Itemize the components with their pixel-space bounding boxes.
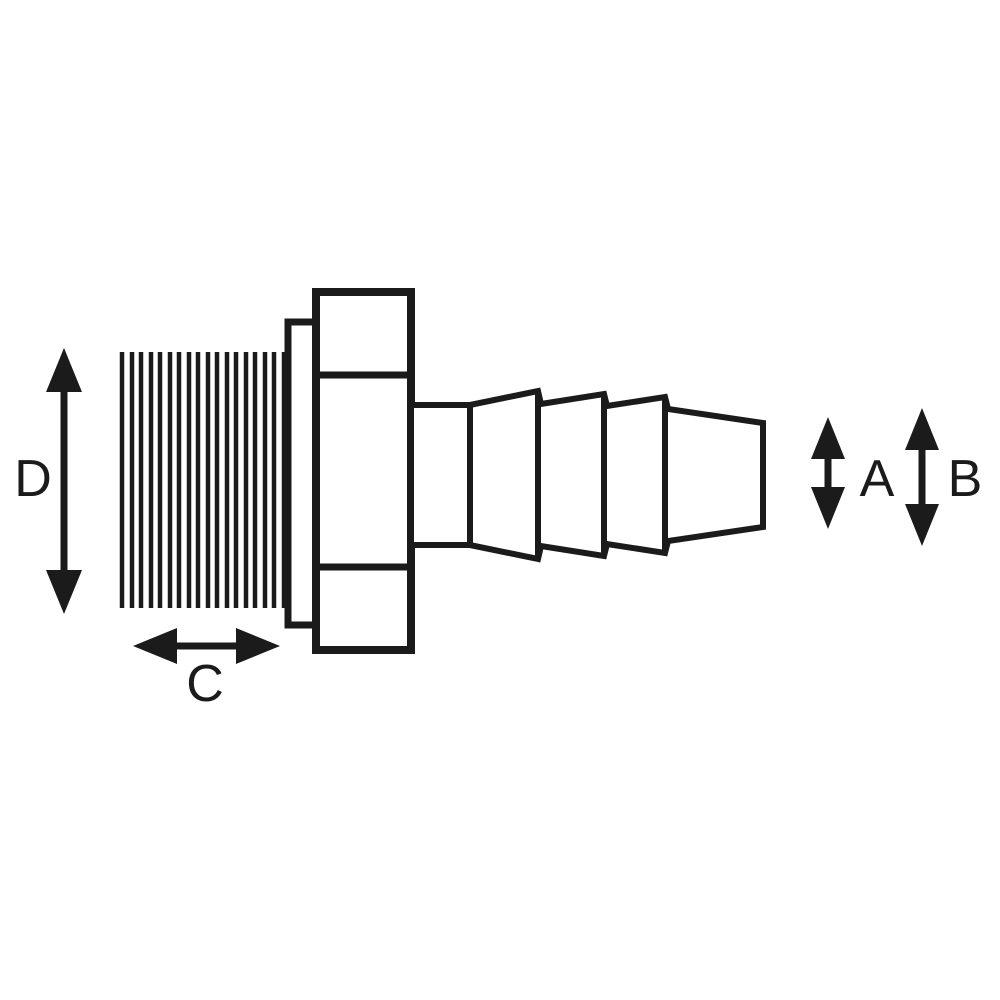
dimension-label-B: B [948, 450, 983, 508]
barb-section [408, 387, 766, 563]
dimension-annotations: D C A [14, 348, 982, 713]
drawing-root: D C A [14, 288, 982, 713]
arrowhead-right-icon [236, 628, 280, 664]
dimension-arrow-A: A [811, 417, 895, 529]
arrowhead-down-icon [905, 504, 939, 546]
threaded-section [119, 352, 287, 608]
arrowhead-down-icon [46, 570, 82, 614]
flange [284, 318, 320, 629]
dimension-label-D: D [14, 450, 52, 508]
arrowhead-down-icon [811, 487, 845, 529]
arrowhead-up-icon [905, 408, 939, 450]
dimension-label-C: C [186, 655, 224, 713]
dimension-label-A: A [860, 450, 895, 508]
dimension-arrow-B: B [905, 408, 982, 546]
arrowhead-left-icon [133, 628, 177, 664]
hex-nut-body [312, 288, 415, 654]
arrowhead-up-icon [811, 417, 845, 459]
dimension-arrow-D: D [14, 348, 82, 614]
barb-outline [408, 387, 766, 563]
hex-body-outline [312, 288, 415, 654]
dimension-arrow-C: C [133, 628, 280, 713]
arrowhead-up-icon [46, 348, 82, 392]
